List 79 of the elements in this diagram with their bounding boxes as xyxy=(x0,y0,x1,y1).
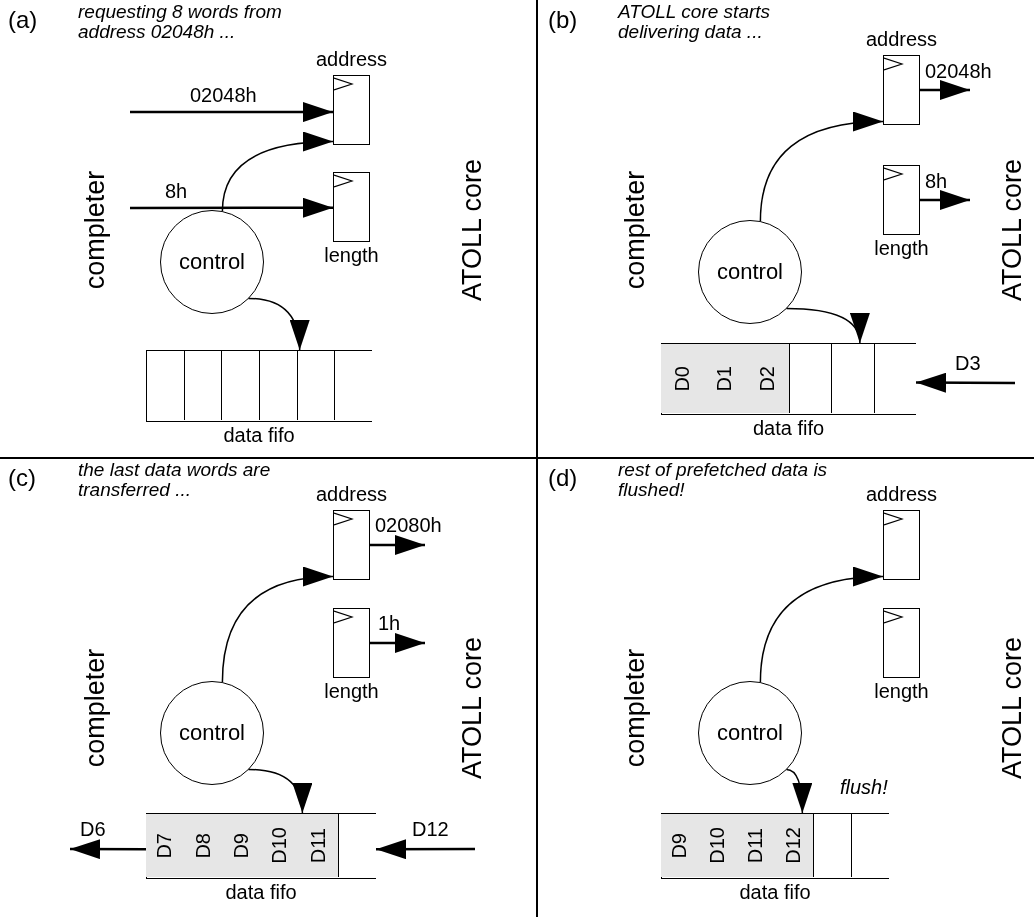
fifo-cell: D7 xyxy=(145,814,186,877)
panel-letter: (d) xyxy=(548,464,578,492)
arrow xyxy=(785,768,812,814)
fifo-label: data fifo xyxy=(739,881,811,904)
arrow xyxy=(759,567,884,683)
panel-letter: (a) xyxy=(8,6,38,34)
side-label: ATOLL core xyxy=(996,636,1028,780)
edge-label: 02048h xyxy=(925,60,992,83)
arrow xyxy=(70,839,146,860)
register-label: length xyxy=(324,244,379,267)
fifo-cell: D11 xyxy=(736,814,776,877)
side-label: completer xyxy=(79,648,111,768)
side-label: ATOLL core xyxy=(456,636,488,780)
register-label: address xyxy=(315,483,388,506)
fifo-cell: D1 xyxy=(703,344,747,413)
arrow xyxy=(130,102,333,123)
register-box xyxy=(883,608,920,678)
edge-label: 8h xyxy=(165,180,188,203)
arrow xyxy=(916,372,1015,393)
panel-caption: rest of prefetched data is flushed! xyxy=(618,460,829,500)
fifo-label: data fifo xyxy=(223,424,295,447)
arrow xyxy=(785,307,868,344)
fifo-queue xyxy=(146,350,372,422)
arrow xyxy=(370,535,425,555)
arrow xyxy=(759,112,884,222)
fifo-cell: D9 xyxy=(660,814,700,877)
fifo-label: data fifo xyxy=(225,881,297,904)
register-box xyxy=(883,510,920,580)
register-box xyxy=(333,510,370,580)
side-label: completer xyxy=(619,170,651,290)
edge-label: 8h xyxy=(925,170,948,193)
register-label: length xyxy=(324,680,379,703)
arrow xyxy=(247,768,311,814)
register-box xyxy=(333,172,370,242)
register-box xyxy=(883,165,920,235)
arrow xyxy=(221,132,334,212)
fifo-queue xyxy=(661,343,916,415)
register-box xyxy=(333,75,370,145)
edge-label: D12 xyxy=(412,818,449,841)
register-label: length xyxy=(874,237,929,260)
fifo-cell: D8 xyxy=(183,814,224,877)
register-label: address xyxy=(865,483,938,506)
arrow xyxy=(920,190,970,210)
fifo-label: data fifo xyxy=(752,417,825,440)
panel-letter: (c) xyxy=(8,464,36,492)
side-label: completer xyxy=(619,648,651,768)
arrow xyxy=(247,297,309,351)
fifo-cell: D0 xyxy=(660,344,705,413)
fifo-cell: D12 xyxy=(774,814,814,877)
arrow xyxy=(221,567,334,683)
edge-label: 02048h xyxy=(190,84,257,107)
fifo-cell: D10 xyxy=(260,814,301,877)
register-box xyxy=(883,55,920,125)
register-label: address xyxy=(865,28,938,51)
side-label: ATOLL core xyxy=(456,158,488,302)
edge-label: flush! xyxy=(840,776,888,799)
fifo-cell: D2 xyxy=(745,344,790,413)
fifo-queue xyxy=(146,813,376,879)
arrow xyxy=(370,633,425,653)
register-label: length xyxy=(874,680,929,703)
edge-label: D6 xyxy=(80,818,106,841)
panel-caption: requesting 8 words from address 02048h ... xyxy=(78,2,283,42)
fifo-cell: D10 xyxy=(698,814,738,877)
arrow xyxy=(920,80,970,100)
register-box xyxy=(333,608,370,678)
side-label: completer xyxy=(79,170,111,290)
edge-label: 02080h xyxy=(375,514,442,537)
panel-letter: (b) xyxy=(548,6,578,34)
fifo-cell: D9 xyxy=(222,814,262,877)
arrow xyxy=(376,839,475,860)
edge-label: 1h xyxy=(378,612,401,635)
edge-label: D3 xyxy=(955,352,981,375)
panel-caption: the last data words are transferred ... xyxy=(78,460,272,500)
fifo-queue xyxy=(661,813,889,879)
panel-caption: ATOLL core starts delivering data ... xyxy=(618,2,772,42)
fifo-cell: D11 xyxy=(298,814,339,877)
arrow xyxy=(130,197,333,218)
side-label: ATOLL core xyxy=(996,158,1028,302)
register-label: address xyxy=(315,48,388,71)
